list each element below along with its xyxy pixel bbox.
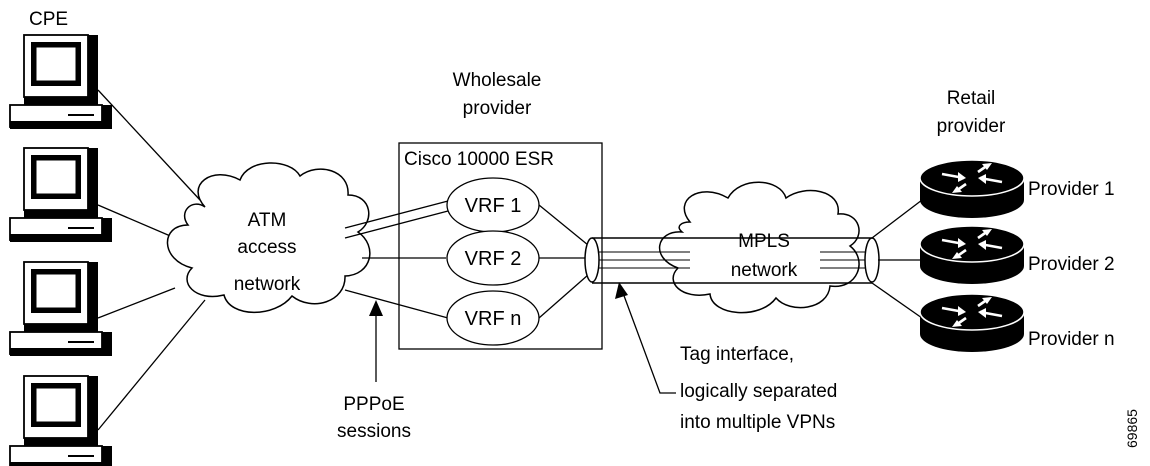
vrf-label: VRF 2 [465,248,522,270]
tag-interface-arrow [615,282,676,394]
computer-icon [9,147,113,243]
tunnel-icon [584,237,880,284]
wholesale-label-line2: provider [463,98,532,119]
router-icon [918,292,1026,354]
tag-label-line1: Tag interface, [680,344,794,365]
pppoe-label-line1: PPPoE [343,394,404,415]
figure-id: 69865 [1124,409,1140,448]
cpe-label: CPE [29,9,68,30]
wholesale-label-line1: Wholesale [453,70,542,91]
mpls-label-line1: MPLS [738,231,790,252]
vrf-label: VRF n [465,308,522,330]
vrf-label: VRF 1 [465,195,522,217]
provider-label: Provider n [1028,329,1115,350]
tag-label-line3: into multiple VPNs [680,412,835,433]
atm-label-line3: network [234,274,301,295]
provider-label: Provider 2 [1028,254,1115,275]
esr-box [398,142,603,350]
computer-icon [9,375,113,466]
router-icon [918,224,1026,286]
atm-label-line1: ATM [248,210,287,231]
retail-label-line1: Retail [947,88,996,109]
pppoe-label-line2: sessions [337,421,411,442]
esr-title: Cisco 10000 ESR [404,149,554,170]
atm-cloud-icon [166,162,371,314]
provider-label: Provider 1 [1028,179,1115,200]
tag-label-line2: logically separated [680,381,837,402]
mpls-label-line2: network [731,260,798,281]
computer-icon [9,261,113,357]
router-icon [918,158,1026,220]
pppoe-arrow [369,300,383,382]
mpls-cloud-icon [659,181,860,314]
atm-label-line2: access [237,237,296,258]
retail-label-line2: provider [937,116,1006,137]
computer-icon [9,34,113,130]
